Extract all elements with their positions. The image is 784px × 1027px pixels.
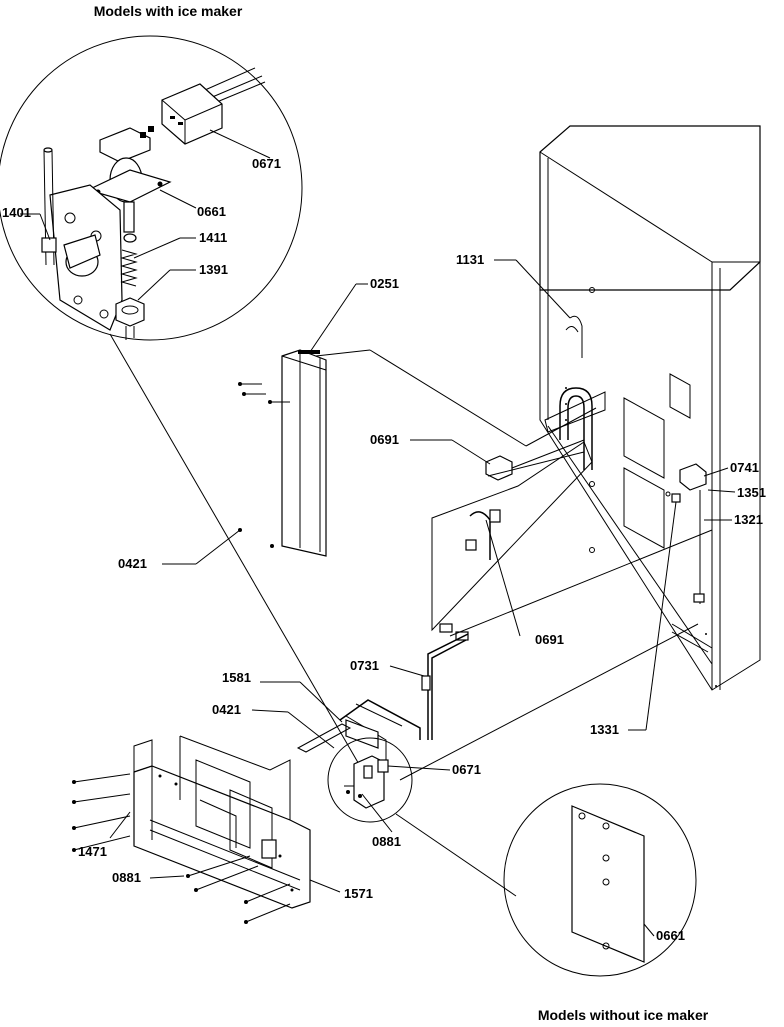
label-1581: 1581 (222, 670, 251, 685)
label-0741: 0741 (730, 460, 759, 475)
label-0881-a: 0881 (112, 870, 141, 885)
screws-left (72, 773, 131, 852)
spring-1411-detail (120, 249, 138, 287)
wire-1321-end (693, 593, 705, 603)
leader-0691-b (485, 519, 521, 637)
label-1471: 1471 (78, 844, 107, 859)
label-0251: 0251 (370, 276, 399, 291)
label-0421-a: 0421 (118, 556, 147, 571)
label-1571: 1571 (344, 886, 373, 901)
link-line-lower (399, 623, 699, 781)
leader-0421-b (251, 709, 289, 713)
label-0421-b: 0421 (212, 702, 241, 717)
leader-1571 (309, 879, 341, 893)
label-0881-b: 0881 (372, 834, 401, 849)
label-1331: 1331 (590, 722, 619, 737)
tube-1401-detail (41, 147, 57, 266)
label-0691-a: 0691 (370, 432, 399, 447)
plug-0671-detail (161, 67, 266, 145)
detail-circle-without-ice-maker (503, 783, 697, 977)
label-1411: 1411 (199, 230, 227, 245)
caption-without-ice-maker: Models without ice maker (538, 1007, 709, 1023)
label-1321: 1321 (734, 512, 763, 527)
label-0731: 0731 (350, 658, 379, 673)
leader-1351 (707, 489, 736, 493)
link-line-a (315, 349, 371, 357)
leader-0691-a2 (451, 439, 491, 465)
label-0661-top: 0661 (197, 204, 226, 219)
cover-panel-0251 (281, 349, 327, 557)
leader-0671-bot (387, 765, 451, 771)
leader-0421-b2 (287, 711, 335, 749)
leader-0421-a2 (195, 529, 241, 565)
switch-0741 (679, 463, 707, 491)
leader-0741 (703, 467, 729, 477)
connector-0691-a (485, 455, 513, 481)
link-line-c (525, 407, 597, 447)
tube-0731 (421, 633, 469, 740)
screws-0881 (186, 855, 291, 924)
cabinet-panel (539, 125, 761, 691)
leader-0881-b (361, 793, 393, 833)
wire-harness-board (431, 441, 713, 641)
caption-with-ice-maker: Models with ice maker (94, 3, 243, 19)
wire-0691-a2 (487, 451, 585, 477)
label-1391: 1391 (199, 262, 228, 277)
leader-1581-b (299, 681, 343, 723)
detail-leader-bottom (395, 813, 517, 897)
label-0661-bot: 0661 (656, 928, 685, 943)
bracket-plate-detail (49, 184, 123, 331)
label-1131: 1131 (456, 252, 484, 267)
label-0691-b: 0691 (535, 632, 564, 647)
wire-0691-a (511, 439, 585, 469)
leader-0661-bot (643, 923, 655, 937)
valve-detail-circle-small (327, 737, 413, 823)
label-0671-top: 0671 (252, 156, 281, 171)
leader-0881-a (149, 875, 185, 879)
detail-leader-line (109, 333, 361, 767)
clip-1331 (671, 493, 681, 503)
label-0671-bot: 0671 (452, 762, 481, 777)
leader-0731 (389, 665, 425, 677)
lower-assembly (133, 699, 421, 909)
valve-0661-detail (86, 126, 172, 243)
leader-1131-b (515, 259, 571, 319)
nut-1391-detail (115, 297, 145, 340)
detail-circle-with-ice-maker (0, 35, 303, 341)
label-1401: 1401 (2, 205, 31, 220)
leader-1331 (645, 501, 677, 731)
leader-0251-b (309, 283, 357, 353)
leader-1471 (109, 811, 131, 839)
link-line-b (369, 349, 527, 447)
label-1351: 1351 (737, 485, 766, 500)
